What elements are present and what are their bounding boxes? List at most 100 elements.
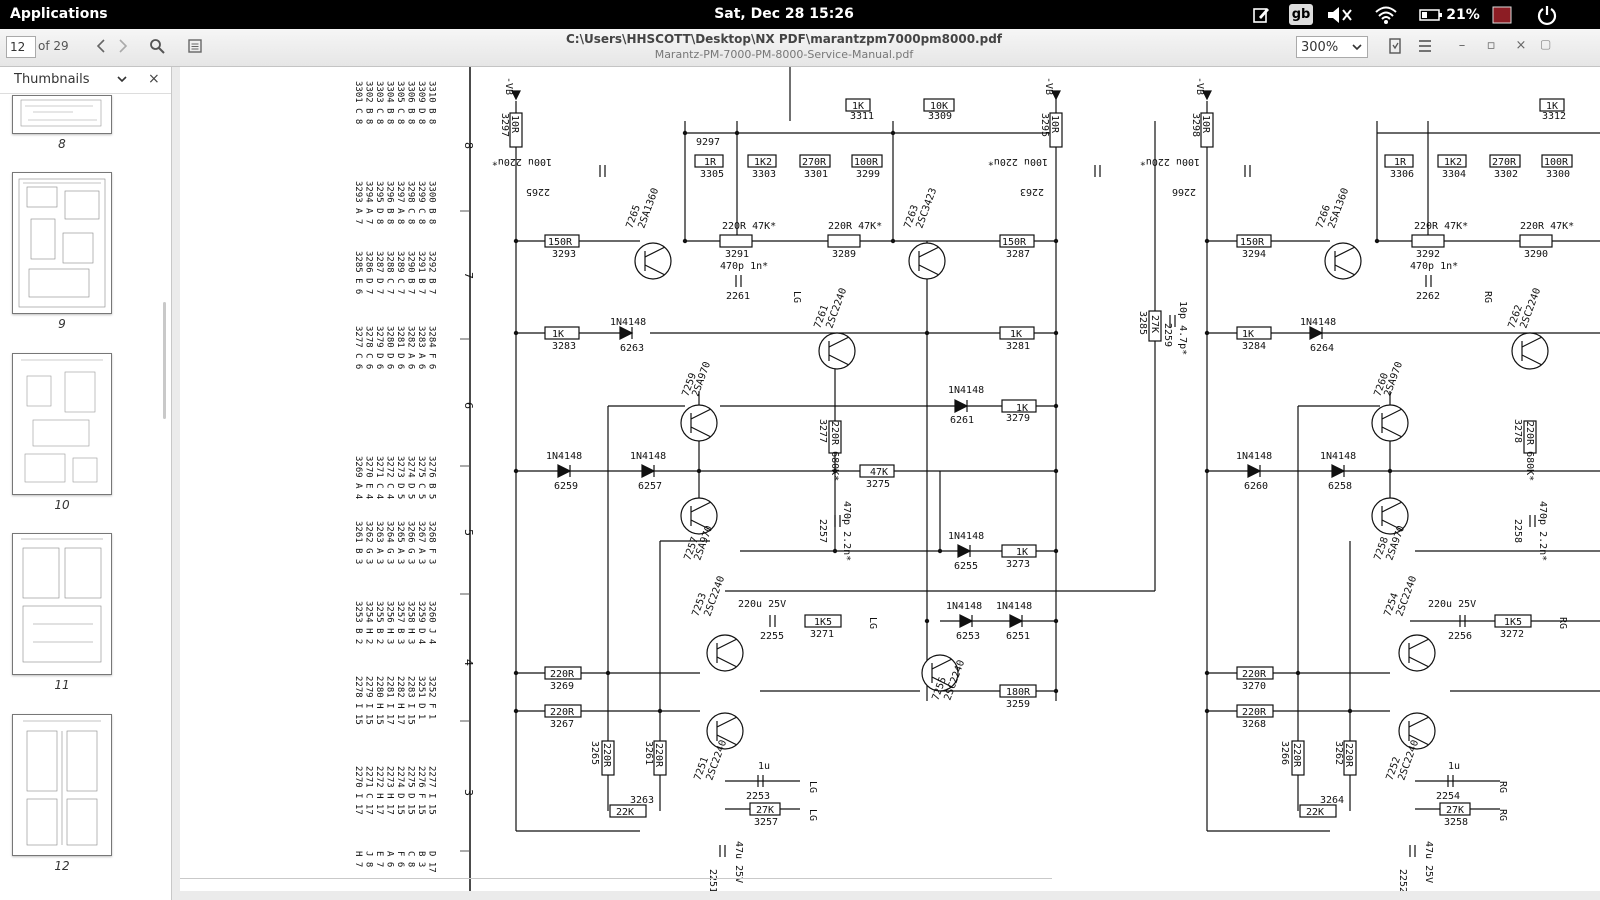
component-label: 1K xyxy=(1016,547,1028,558)
thumbnail-page-9[interactable] xyxy=(12,172,112,314)
chevron-down-icon xyxy=(117,76,127,83)
component-label: 2257 xyxy=(817,519,828,543)
thumbnail-page-10[interactable] xyxy=(12,353,112,495)
component-label: 1N4148 xyxy=(1320,451,1356,462)
print-button[interactable] xyxy=(1384,35,1406,57)
component-label: -VB xyxy=(1043,77,1054,95)
notes-icon[interactable] xyxy=(1250,4,1272,25)
component-index-entry: 2280 H 15 xyxy=(374,676,384,725)
component-label: 1N4148 xyxy=(948,531,984,542)
component-label: 1N4148 xyxy=(546,451,582,462)
component-label: 3264 xyxy=(1320,795,1344,806)
resistor xyxy=(1299,804,1337,818)
component-label: 1K xyxy=(852,101,864,112)
sidebar-scrollbar[interactable] xyxy=(163,302,166,419)
resistor xyxy=(827,234,861,248)
component-label: 9297 xyxy=(696,137,720,148)
component-label: 220R 47K* xyxy=(722,221,776,232)
component-index-entry: 2275 D 15 xyxy=(406,766,416,815)
thumbnail-page-11[interactable] xyxy=(12,533,112,675)
component-index-entry: 3265 A 3 xyxy=(395,521,405,564)
battery-icon[interactable] xyxy=(1418,4,1444,25)
component-index-entry: 3266 G 3 xyxy=(406,521,416,564)
resistor xyxy=(1001,399,1037,413)
resistor xyxy=(799,154,831,168)
component-label: 47u 25V xyxy=(733,841,744,883)
component-label: 100R xyxy=(854,157,879,168)
component-label: 150R xyxy=(548,237,573,248)
wifi-icon[interactable] xyxy=(1372,4,1400,25)
transistor-lead xyxy=(931,676,953,688)
component-label: 3294 xyxy=(1242,249,1266,260)
component-label: 3275 xyxy=(866,479,890,490)
search-button[interactable] xyxy=(146,35,168,57)
component-index-entry: A 6 xyxy=(385,851,395,867)
component-index-entry: C 8 xyxy=(406,851,416,867)
component-label: 1K xyxy=(1016,403,1028,414)
component-label: 100u 220u* xyxy=(988,156,1048,167)
record-icon[interactable] xyxy=(1490,4,1514,25)
component-index-entry: H 7 xyxy=(353,851,363,867)
component-index-entry: 3297 A 8 xyxy=(395,181,405,224)
resistor xyxy=(1343,740,1357,776)
annotations-button[interactable] xyxy=(184,35,206,57)
component-index-entry: 3289 C 7 xyxy=(395,251,405,294)
previous-page-button[interactable] xyxy=(90,35,112,57)
component-label: 1N4148 xyxy=(610,317,646,328)
next-page-button[interactable] xyxy=(112,35,134,57)
component-label: 22K xyxy=(616,807,634,818)
component-label: -VB xyxy=(1194,77,1205,95)
component-index-entry: 3257 B 3 xyxy=(395,601,405,644)
transistor-lead xyxy=(644,264,666,276)
thumbnail-page-12[interactable] xyxy=(12,714,112,856)
component-index-entry: 3309 D 8 xyxy=(416,81,426,124)
transistor xyxy=(680,497,718,535)
applications-menu[interactable]: Applications xyxy=(10,6,108,22)
component-label: 3297 xyxy=(499,113,510,137)
component-label: 3309 xyxy=(928,111,952,122)
close-sidebar-button[interactable]: × xyxy=(148,71,160,87)
component-label: 27K xyxy=(1149,315,1160,333)
maximize-button[interactable]: ▫ xyxy=(1486,38,1496,53)
component-index-entry: 3303 C 8 xyxy=(374,81,384,124)
menu-button[interactable] xyxy=(1414,35,1436,57)
component-index-entry: 3267 A 3 xyxy=(416,521,426,564)
component-index-entry: 3279 D 6 xyxy=(374,326,384,369)
component-label: 1u xyxy=(1448,761,1460,772)
keyboard-layout-indicator[interactable]: gb xyxy=(1289,4,1313,25)
component-label: 10K xyxy=(930,101,948,112)
component-label: 2251 xyxy=(707,869,718,891)
volume-icon[interactable] xyxy=(1325,4,1355,25)
component-label: 6258 xyxy=(1328,481,1352,492)
clock[interactable]: Sat, Dec 28 15:26 xyxy=(714,6,854,22)
page-number-input[interactable]: 12 xyxy=(6,36,36,58)
sidebar-mode-dropdown[interactable] xyxy=(116,73,128,88)
minimize-button[interactable]: – xyxy=(1458,38,1466,53)
component-index-entry: 3271 C 4 xyxy=(374,456,384,499)
resistor xyxy=(509,112,523,148)
resistor xyxy=(1049,112,1063,148)
transistor-lead xyxy=(690,408,712,420)
component-label: 2252 xyxy=(1397,869,1408,891)
resistor xyxy=(544,666,582,680)
component-label: 1N4148 xyxy=(1236,451,1272,462)
transistor xyxy=(634,242,672,280)
resistor xyxy=(1539,98,1565,112)
component-index-entry: 2272 H 17 xyxy=(374,766,384,815)
component-label: 220R 680K* xyxy=(1524,421,1535,481)
thumbnail-label: 11 xyxy=(54,678,70,692)
supply-arrow xyxy=(1051,90,1061,101)
component-label: 1N4148 xyxy=(948,385,984,396)
component-label: 2254 xyxy=(1436,791,1460,802)
diode xyxy=(557,464,572,478)
component-label: 150R xyxy=(1240,237,1265,248)
component-index-entry: 3273 D 5 xyxy=(395,456,405,499)
close-window-button[interactable]: × xyxy=(1515,38,1527,53)
transistor xyxy=(706,634,744,672)
power-icon[interactable] xyxy=(1534,4,1560,25)
thumbnail-page-8[interactable] xyxy=(12,95,112,134)
component-label: 3262 xyxy=(1333,741,1344,765)
zoom-select[interactable]: 300% xyxy=(1296,36,1368,58)
component-label: LG xyxy=(807,781,818,793)
